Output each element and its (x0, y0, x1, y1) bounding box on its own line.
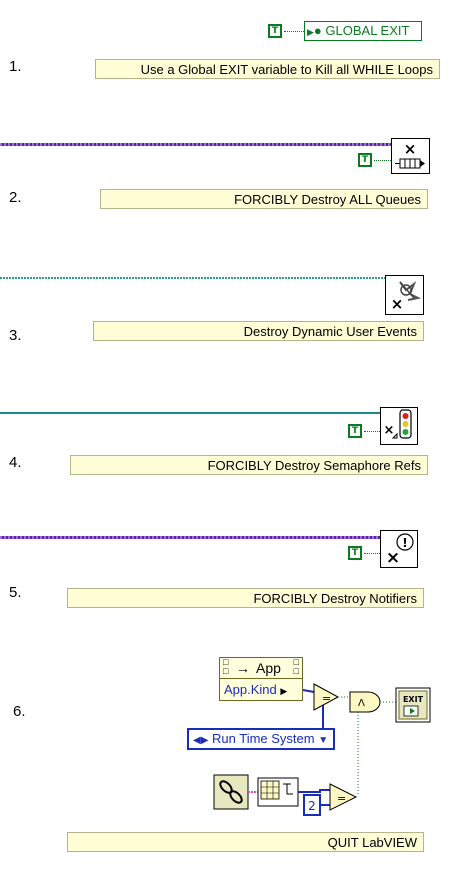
release-queue-vi[interactable]: × (391, 138, 430, 174)
step-label-2: FORCIBLY Destroy ALL Queues (100, 189, 428, 209)
step-label-4: FORCIBLY Destroy Semaphore Refs (70, 455, 428, 475)
globe-icon: ● (313, 23, 322, 38)
global-exit-label: GLOBAL EXIT (325, 23, 410, 38)
property-app-kind[interactable]: App.Kind ▶ (220, 679, 302, 702)
step-label-3: Destroy Dynamic User Events (93, 321, 424, 341)
destroy-user-event-icon: × (391, 281, 422, 313)
svg-text:×: × (386, 548, 400, 567)
boolean-wire (284, 31, 304, 32)
step-number-5: 5. (9, 584, 22, 601)
step-number-1: 1. (9, 58, 22, 75)
true-constant[interactable]: T (358, 153, 372, 167)
numeric-constant[interactable]: 2 (303, 794, 321, 816)
ring-value: Run Time System (212, 731, 315, 746)
array-grid-icon (260, 780, 280, 800)
boolean-wire (374, 160, 391, 161)
svg-text:=: = (337, 792, 346, 805)
and-primitive[interactable]: Λ (349, 691, 381, 713)
notifier-refnum-wire (0, 536, 382, 539)
svg-text:×: × (404, 140, 417, 158)
boolean-wire (364, 553, 380, 554)
true-constant-text: T (270, 26, 280, 36)
svg-text:!: ! (402, 536, 407, 550)
refnum-out-terminal-icon: □□ (293, 657, 299, 676)
exit-icon-text: EXIT (403, 695, 424, 704)
global-exit-variable[interactable]: ▶● GLOBAL EXIT (304, 21, 422, 41)
quit-labview-function[interactable]: EXIT (395, 687, 431, 723)
equal-primitive-2[interactable]: = (329, 783, 358, 811)
svg-text:×: × (391, 295, 404, 313)
svg-text:=: = (322, 692, 331, 705)
output-arrow-icon: ▶ (280, 686, 288, 696)
boolean-wire (364, 431, 380, 432)
app-reference-icon: → (236, 660, 250, 676)
step6-wiring: = Λ EXIT 2 (213, 683, 431, 816)
true-constant[interactable]: T (348, 546, 362, 560)
step-number-2: 2. (9, 189, 22, 206)
true-constant[interactable]: T (268, 24, 282, 38)
app-property-node[interactable]: □□ → App □□ App.Kind ▶ (219, 657, 303, 701)
refnum-terminal-icon: □□ (223, 657, 229, 676)
step-label-1: Use a Global EXIT variable to Kill all W… (95, 59, 440, 79)
semaphore-refnum-wire (0, 412, 382, 414)
release-semaphore-vi[interactable]: × (380, 407, 418, 445)
step-label-5: FORCIBLY Destroy Notifiers (67, 588, 424, 608)
destroy-user-event-vi[interactable]: × (385, 275, 424, 315)
svg-text:Λ: Λ (358, 698, 365, 709)
queue-refnum-wire (0, 143, 392, 146)
true-constant[interactable]: T (348, 424, 362, 438)
chevron-down-icon: ▼ (318, 735, 329, 746)
step-number-3: 3. (9, 327, 22, 344)
app-kind-ring-constant[interactable]: ◀▶ Run Time System ▼ (187, 728, 335, 750)
this-application-reference[interactable] (213, 774, 249, 810)
numeric-constant-value: 2 (308, 799, 316, 813)
play-icon: ▶ (307, 27, 314, 37)
true-constant-text: T (360, 155, 370, 165)
property-name: App.Kind (224, 682, 277, 697)
true-constant-text: T (350, 426, 360, 436)
svg-text:×: × (384, 423, 395, 438)
increment-arrows-icon: ◀▶ (193, 735, 209, 746)
step-label-6: QUIT LabVIEW (67, 832, 424, 852)
semaphore-icon: × (384, 409, 412, 439)
step-number-6: 6. (13, 703, 26, 720)
step-number-4: 4. (9, 454, 22, 471)
exit-icon (410, 708, 415, 714)
release-queue-icon: × (395, 140, 425, 169)
property-node-header: □□ → App □□ (220, 658, 302, 679)
array-size-function[interactable] (257, 777, 299, 807)
true-constant-text: T (350, 548, 360, 558)
user-event-refnum-wire (0, 277, 386, 279)
link-icon (219, 780, 243, 804)
equal-primitive-1[interactable]: = (313, 683, 340, 711)
notifier-icon: ! × (386, 533, 414, 568)
property-node-class: App (256, 660, 281, 676)
release-notifier-vi[interactable]: ! × (380, 530, 418, 568)
